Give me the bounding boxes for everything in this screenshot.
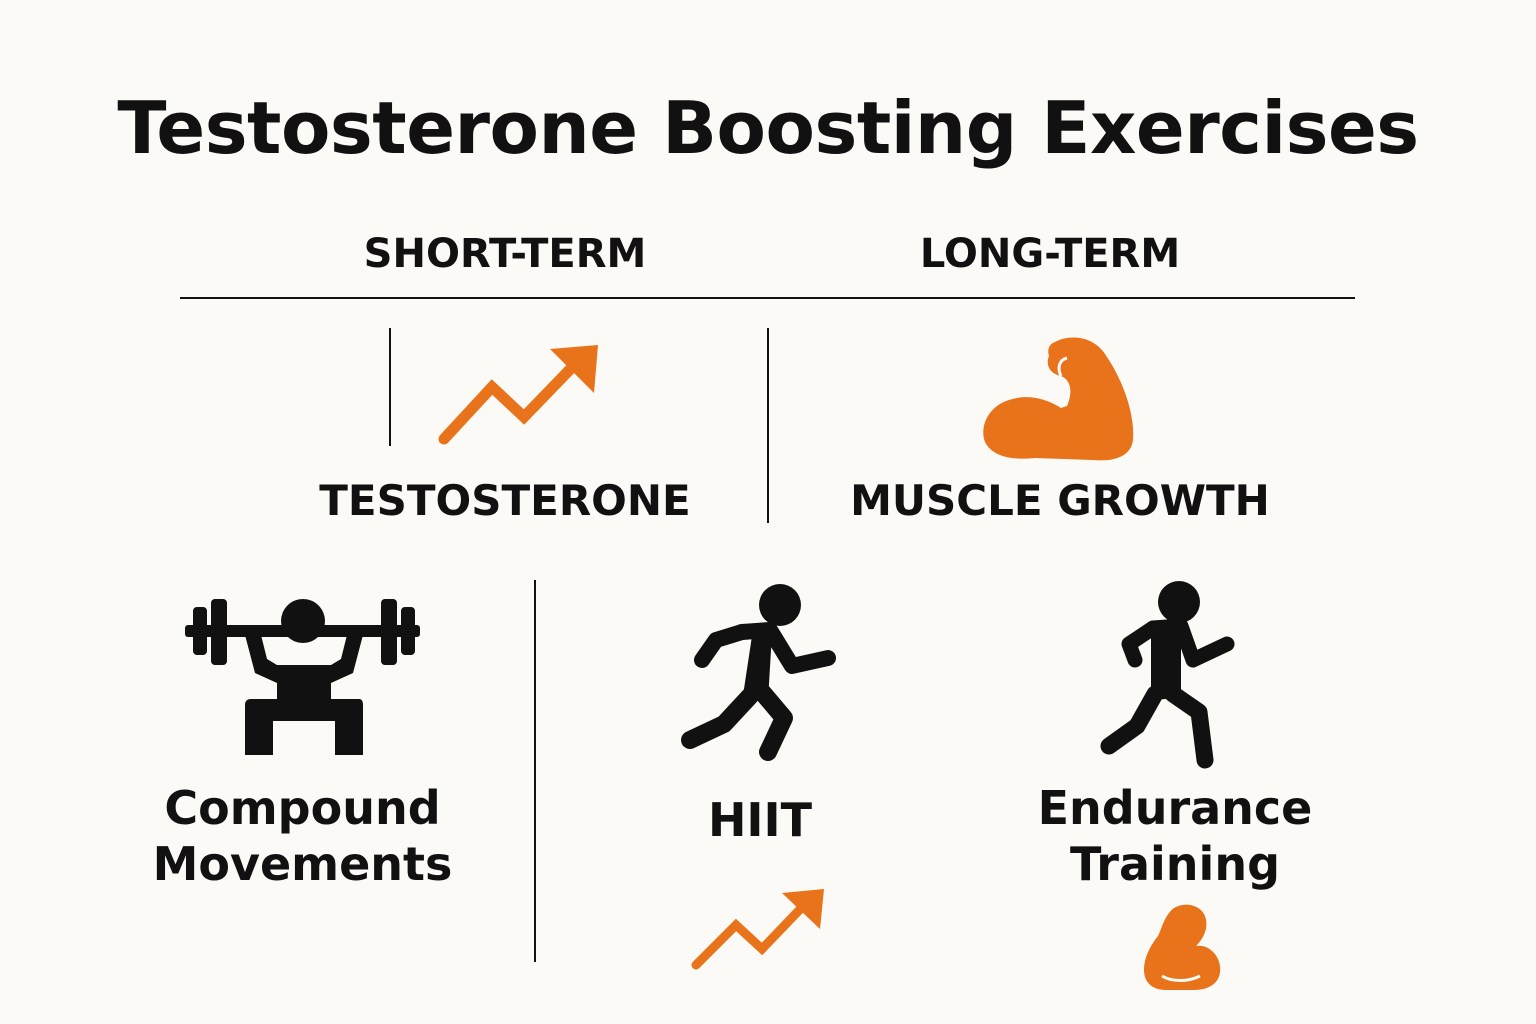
hiit-trend-up-arrow-icon <box>691 889 824 970</box>
hiit-label: HIIT <box>707 793 813 847</box>
endurance-bicep-icon <box>1144 904 1221 990</box>
runner-icon <box>1100 581 1235 769</box>
endurance-training-label: Endurance Training <box>1020 780 1330 892</box>
muscle-growth-label: MUSCLE GROWTH <box>850 476 1270 525</box>
compound-movements-label: Compound Movements <box>130 780 475 892</box>
endurance-training-line2: Training <box>1069 837 1280 891</box>
exercise-divider <box>534 580 536 962</box>
endurance-training-line1: Endurance <box>1037 781 1313 835</box>
long-term-header: LONG-TERM <box>919 231 1181 277</box>
page-title: Testosterone Boosting Exercises <box>117 86 1419 170</box>
flexed-bicep-icon <box>983 337 1134 461</box>
compound-movements-line2: Movements <box>152 837 453 891</box>
sprinter-icon <box>681 584 836 761</box>
barbell-squat-icon <box>185 599 420 755</box>
compound-movements-line1: Compound <box>164 781 441 835</box>
short-term-header: SHORT-TERM <box>363 231 647 277</box>
trend-up-arrow-icon <box>438 345 598 445</box>
short-term-left-divider <box>389 328 391 446</box>
testosterone-label: TESTOSTERONE <box>319 476 691 525</box>
column-divider <box>767 328 769 523</box>
header-divider <box>180 297 1355 299</box>
